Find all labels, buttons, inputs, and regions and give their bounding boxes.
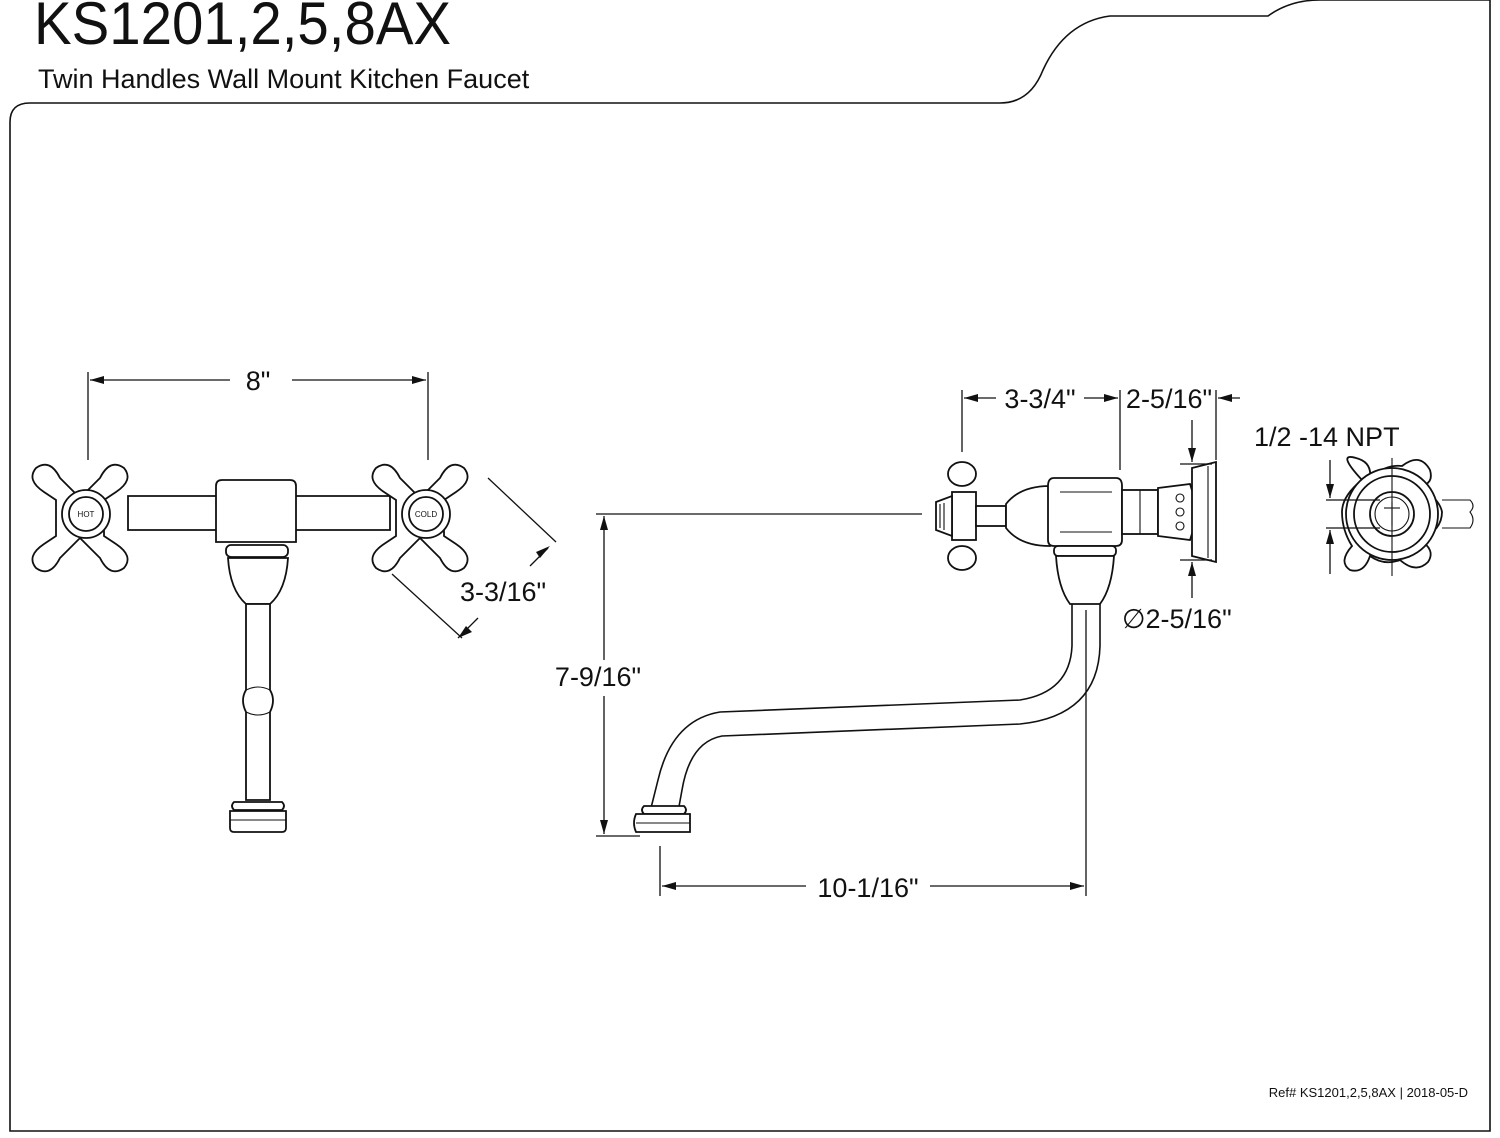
dimension-center-spread: 8" (87, 366, 429, 460)
dim-body-to-wall-text: 2-5/16" (1126, 384, 1212, 414)
cold-handle: COLD (371, 463, 469, 573)
product-description: Twin Handles Wall Mount Kitchen Faucet (38, 64, 530, 94)
sheet-border (9, 0, 1491, 1132)
front-view: HOT COLD 8" 3-3/16" (31, 366, 557, 833)
dim-center-spread-text: 8" (246, 366, 271, 396)
hot-label: HOT (78, 510, 95, 519)
dim-handle-to-body-text: 3-3/4" (1004, 384, 1075, 414)
dim-height-text: 7-9/16" (555, 662, 641, 692)
model-number-title: KS1201,2,5,8AX (34, 0, 452, 57)
dimension-flange-diameter: ∅2-5/16" (1122, 420, 1232, 634)
flange-view: 1/2 -14 NPT (1254, 422, 1474, 576)
dimension-handle-diameter: 3-3/16" (391, 477, 557, 639)
dim-handle-diameter-text: 3-3/16" (460, 577, 546, 607)
dim-spout-reach-text: 10-1/16" (817, 873, 918, 903)
hot-handle: HOT (31, 463, 129, 573)
dimension-handle-to-wall: 3-3/4" 2-5/16" (961, 384, 1240, 470)
thread-spec-text: 1/2 -14 NPT (1254, 422, 1400, 452)
side-view: 3-3/4" 2-5/16" ∅2-5/16" 7-9/16" (555, 384, 1240, 903)
dimension-height: 7-9/16" (555, 513, 922, 837)
dimension-spout-reach: 10-1/16" (659, 610, 1087, 903)
dim-flange-diameter-text: ∅2-5/16" (1122, 604, 1232, 634)
cold-label: COLD (415, 510, 437, 519)
reference-footer: Ref# KS1201,2,5,8AX | 2018-05-D (1268, 1085, 1468, 1100)
